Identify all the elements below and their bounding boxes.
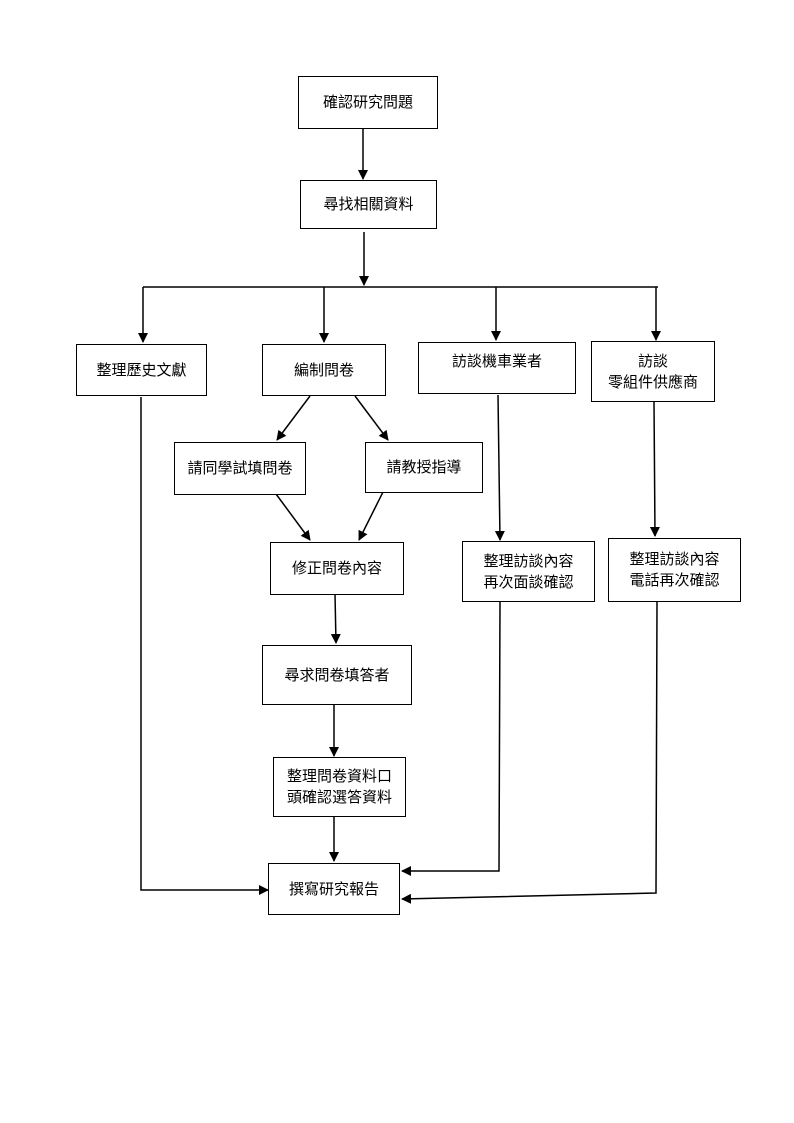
node-organize-dealer-interview: 整理訪談內容 再次面談確認 [462, 541, 595, 602]
arrow-supplier-organize-to-report [401, 601, 658, 904]
node-label: 請教授指導 [386, 458, 462, 476]
node-search-related-data: 尋找相關資料 [300, 180, 437, 229]
arrow-questionnaire-to-classmates [276, 395, 311, 441]
arrow-dealer-organize-to-report [401, 601, 501, 876]
node-write-research-report: 撰寫研究報告 [268, 863, 400, 915]
node-label: 尋求問卷填答者 [284, 665, 390, 684]
arrow-classmates-to-revise [275, 493, 311, 541]
node-confirm-research-question: 確認研究問題 [298, 76, 438, 129]
node-label: 確認研究問題 [322, 93, 413, 111]
node-label-line1: 訪談 [637, 351, 668, 370]
node-label: 訪談機車業者 [451, 352, 542, 370]
node-interview-parts-suppliers: 訪談 零組件供應商 [591, 341, 715, 402]
node-label-line2: 零組件供應商 [607, 372, 698, 391]
node-label: 整理歷史文獻 [96, 360, 187, 379]
node-professor-guidance: 請教授指導 [365, 442, 483, 493]
node-compile-questionnaire: 編制問卷 [262, 344, 386, 396]
node-label-line2: 電話再次確認 [629, 571, 720, 589]
arrow-questionnaire-to-professor [354, 395, 389, 441]
node-label: 請同學試填問卷 [187, 459, 293, 477]
node-organize-questionnaire-data: 整理問卷資料口 頭確認選答資料 [273, 757, 406, 817]
node-label: 撰寫研究報告 [288, 879, 379, 898]
node-seek-respondents: 尋求問卷填答者 [262, 645, 412, 705]
arrow-history-to-report [140, 397, 269, 895]
node-label: 尋找相關資料 [323, 195, 414, 213]
node-interview-motorcycle-dealers: 訪談機車業者 [418, 342, 576, 394]
node-label-line1: 整理訪談內容 [483, 551, 574, 570]
node-classmates-trial-fill: 請同學試填問卷 [174, 442, 306, 495]
arrow-revise-to-respondents [330, 593, 341, 644]
node-organize-history-literature: 整理歷史文獻 [76, 344, 207, 396]
node-label-line1: 整理訪談內容 [629, 550, 720, 568]
node-label-line2: 再次面談確認 [483, 572, 574, 591]
node-label: 修正問卷內容 [291, 559, 382, 577]
node-label-line1: 整理問卷資料口 [286, 767, 392, 785]
node-label: 編制問卷 [293, 360, 354, 379]
arrow-dealers-to-organize [494, 394, 505, 541]
arrow-professor-to-revise [358, 491, 384, 541]
node-organize-supplier-interview: 整理訪談內容 電話再次確認 [608, 538, 741, 602]
node-revise-questionnaire: 修正問卷內容 [270, 542, 404, 595]
node-label-line2: 頭確認選答資料 [286, 788, 392, 806]
arrow-suppliers-to-organize [649, 401, 660, 537]
